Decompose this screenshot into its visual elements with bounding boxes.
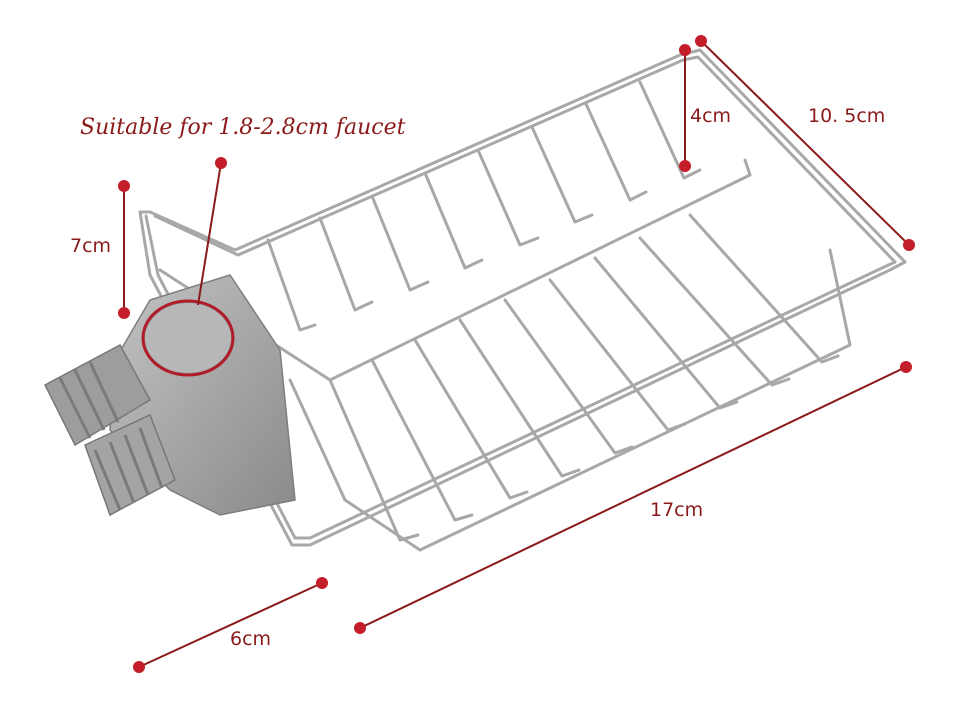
faucet-note-label: Suitable for 1.8-2.8cm faucet (80, 115, 406, 140)
length-basket-line (359, 366, 907, 629)
height-basket-label: 4cm (690, 105, 732, 127)
left-screw-knob (44, 343, 152, 447)
dimension-lines (123, 40, 910, 668)
faucet-hole-highlight (141, 299, 235, 377)
faucet-clip (44, 274, 296, 517)
length-basket-label: 17cm (650, 499, 704, 521)
width-basket-label: 10. 5cm (808, 105, 886, 127)
width-basket-line (700, 40, 910, 246)
right-screw-knob (84, 413, 176, 517)
faucet-pointer-line (197, 162, 222, 306)
wire-basket (138, 48, 907, 552)
dimension-dots (118, 35, 915, 673)
height-clip-label: 7cm (70, 235, 112, 257)
length-clip-label: 6cm (230, 628, 272, 650)
length-clip-line (138, 582, 323, 668)
